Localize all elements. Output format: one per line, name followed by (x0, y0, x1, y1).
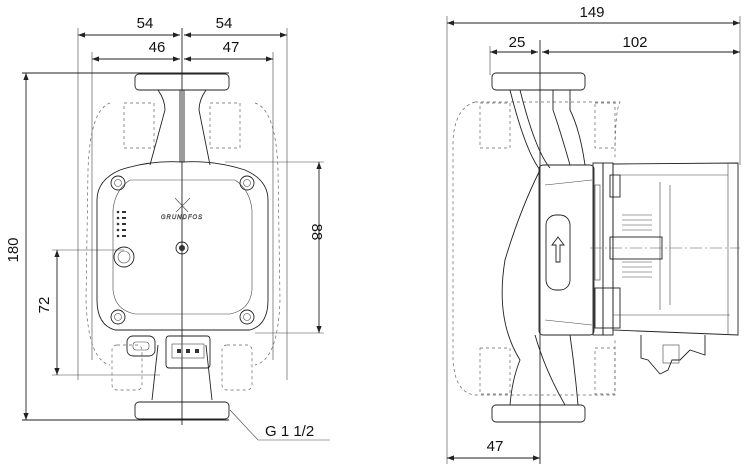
dim-88: 88 (308, 224, 325, 241)
top-flange (134, 73, 230, 91)
side-view: 149 25 102 47 (446, 4, 741, 464)
front-view: 54 54 46 47 180 72 88 (5, 15, 330, 441)
side-bottom-flange (491, 404, 586, 423)
signal-connector (126, 335, 156, 357)
side-connector (640, 335, 706, 375)
dim-54-left: 54 (137, 15, 154, 32)
side-top-flange (491, 72, 586, 91)
pump-head (96, 161, 269, 331)
power-connector (165, 335, 211, 369)
control-knob (113, 246, 135, 268)
dim-149: 149 (579, 4, 604, 21)
led-indicators (116, 210, 126, 238)
dim-102: 102 (622, 34, 647, 51)
logo-text: GRUNDFOS (161, 215, 203, 221)
motor-housing (612, 162, 739, 336)
bottom-flange (134, 401, 230, 420)
dim-46: 46 (149, 39, 166, 56)
dim-54-right: 54 (216, 15, 233, 32)
pump-housing (501, 89, 541, 406)
flow-direction-arrow-icon (551, 236, 565, 263)
dim-180: 180 (5, 237, 22, 262)
flow-window (545, 214, 571, 291)
dim-47-side: 47 (487, 438, 504, 455)
thread-label: G 1 1/2 (265, 423, 314, 440)
mode-button (175, 241, 189, 255)
dim-72: 72 (36, 297, 53, 314)
dim-25: 25 (509, 34, 526, 51)
grundfos-logo-icon (174, 197, 191, 213)
dim-47: 47 (223, 39, 240, 56)
